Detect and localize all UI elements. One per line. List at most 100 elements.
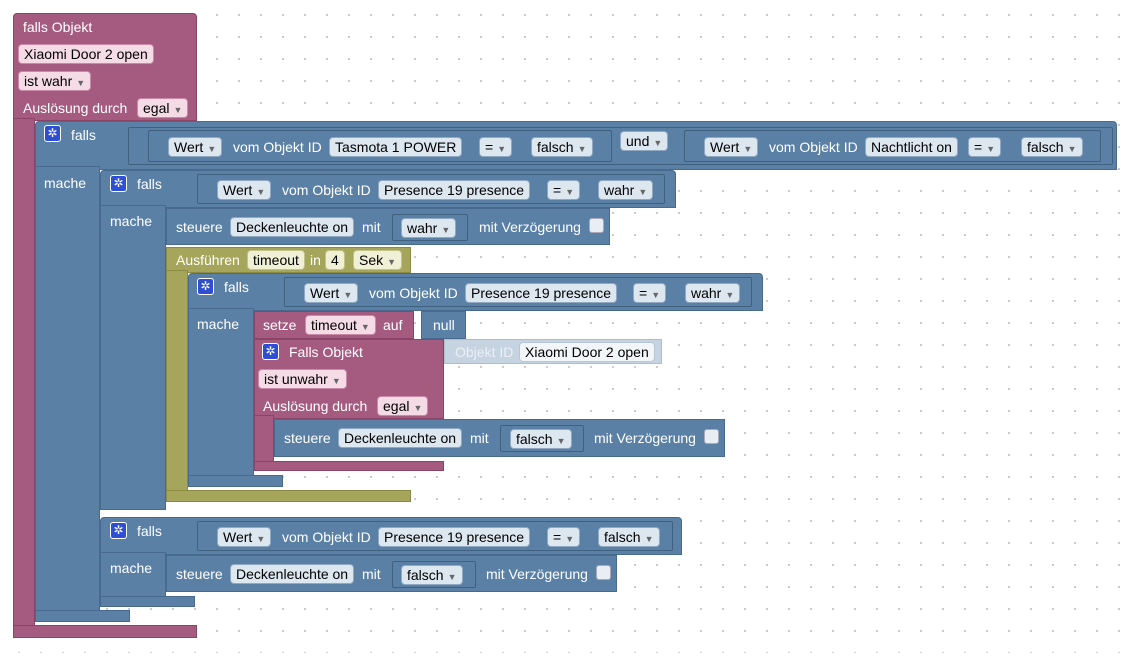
dropdown-arrow-icon: ▼	[360, 322, 370, 332]
value-label: Wert	[174, 139, 204, 155]
if4-compare-dropdown[interactable]: falsch▼	[598, 527, 660, 547]
gear-icon[interactable]: ✲	[197, 278, 214, 295]
dropdown-arrow-icon: ▼	[1067, 144, 1077, 154]
dropdown-arrow-icon: ▼	[207, 144, 217, 154]
control-object-field[interactable]: Deckenleuchte on	[230, 564, 355, 584]
trigger-condition-value: ist wahr	[24, 73, 73, 89]
dropdown-arrow-icon: ▼	[343, 290, 353, 300]
if1-right-operator-dropdown[interactable]: =▼	[968, 137, 1002, 157]
dropdown-arrow-icon: ▼	[743, 144, 753, 154]
dropdown-arrow-icon: ▼	[986, 144, 996, 154]
if1-right-object-field[interactable]: Nachtlicht on	[865, 137, 958, 157]
if4-falls-label: falls	[137, 523, 162, 539]
with-label: mit	[362, 219, 381, 235]
timeout-run-label: Ausführen	[176, 252, 240, 268]
compare-value: falsch	[537, 139, 574, 155]
if-block-3-footer	[188, 475, 283, 487]
if2-operator-dropdown[interactable]: =▼	[547, 180, 581, 200]
dropdown-arrow-icon: ▼	[331, 376, 341, 386]
timeout-name-field[interactable]: timeout	[247, 250, 305, 270]
dropdown-arrow-icon: ▼	[387, 257, 397, 267]
set-variable-dropdown[interactable]: timeout▼	[305, 315, 376, 335]
if4-value-dropdown[interactable]: Wert▼	[217, 527, 272, 547]
timeout-block-footer	[166, 490, 411, 502]
control-object-field[interactable]: Deckenleuchte on	[338, 428, 463, 448]
dropdown-arrow-icon: ▼	[565, 534, 575, 544]
if2-value-dropdown[interactable]: Wert▼	[217, 180, 272, 200]
timeout-unit-value: Sek	[359, 252, 384, 268]
of-object-label: vom Objekt ID	[369, 285, 458, 301]
control-object-field[interactable]: Deckenleuchte on	[230, 217, 355, 237]
if3-mache-label: mache	[197, 316, 240, 332]
if1-left-operator-dropdown[interactable]: =▼	[479, 137, 513, 157]
delay-checkbox[interactable]	[704, 429, 719, 444]
inner-trigger-body	[254, 415, 274, 465]
gear-icon[interactable]: ✲	[110, 522, 127, 539]
inner-trigger-label: Auslösung durch	[263, 398, 368, 414]
dropdown-arrow-icon: ▼	[725, 290, 735, 300]
inner-trigger-title: Falls Objekt	[289, 344, 363, 360]
if3-value-dropdown[interactable]: Wert▼	[304, 283, 359, 303]
if1-left-value-dropdown[interactable]: Wert▼	[168, 137, 223, 157]
with-label: mit	[362, 566, 381, 582]
if1-and-dropdown[interactable]: und▼	[620, 131, 669, 151]
timeout-in-label: in	[310, 252, 321, 268]
if3-operator-dropdown[interactable]: =▼	[633, 283, 667, 303]
of-object-label: vom Objekt ID	[233, 139, 322, 155]
delay-checkbox[interactable]	[596, 565, 611, 580]
if1-right-value-dropdown[interactable]: Wert▼	[704, 137, 759, 157]
control-value: falsch	[516, 431, 553, 447]
control-value-dropdown[interactable]: falsch▼	[510, 429, 572, 449]
and-value: und	[626, 133, 650, 149]
control-value-dropdown[interactable]: wahr▼	[401, 218, 457, 238]
operator-value: =	[974, 139, 983, 155]
trigger-object-field[interactable]: Xiaomi Door 2 open	[18, 44, 154, 64]
if3-compare-dropdown[interactable]: wahr▼	[685, 283, 741, 303]
if2-falls-label: falls	[137, 176, 162, 192]
compare-value: falsch	[1027, 139, 1064, 155]
trigger-condition-dropdown[interactable]: ist wahr▼	[18, 71, 92, 91]
gear-icon[interactable]: ✲	[44, 125, 61, 142]
inner-trigger-condition-dropdown[interactable]: ist unwahr▼	[258, 369, 347, 389]
compare-slot	[284, 277, 752, 307]
trigger-label: Auslösung durch	[23, 100, 128, 116]
dropdown-arrow-icon: ▼	[441, 225, 451, 235]
dropdown-arrow-icon: ▼	[644, 534, 654, 544]
control-block[interactable]	[166, 555, 617, 592]
dropdown-arrow-icon: ▼	[653, 138, 663, 148]
if3-object-field[interactable]: Presence 19 presence	[465, 283, 618, 303]
compare-slot	[197, 521, 673, 551]
compare-slot-right	[684, 130, 1101, 162]
if-block-outer-body	[35, 166, 100, 614]
inner-trigger-object-field[interactable]: Xiaomi Door 2 open	[519, 342, 655, 362]
if1-left-compare-dropdown[interactable]: falsch▼	[531, 137, 593, 157]
set-variable-value: timeout	[311, 317, 357, 333]
compare-value: wahr	[604, 182, 635, 198]
delay-checkbox[interactable]	[589, 218, 604, 233]
if4-object-field[interactable]: Presence 19 presence	[378, 527, 531, 547]
set-label: setze	[263, 317, 297, 333]
timeout-unit-dropdown[interactable]: Sek▼	[353, 250, 403, 270]
control-value: wahr	[407, 220, 438, 236]
operator-value: =	[553, 529, 562, 545]
if4-mache-label: mache	[110, 560, 153, 576]
if4-operator-dropdown[interactable]: =▼	[547, 527, 581, 547]
compare-value: falsch	[604, 529, 641, 545]
gear-icon[interactable]: ✲	[262, 343, 279, 360]
timeout-amount-field[interactable]: 4	[325, 250, 345, 270]
compare-slot	[197, 174, 665, 204]
if1-right-compare-dropdown[interactable]: falsch▼	[1021, 137, 1083, 157]
inner-trigger-type-dropdown[interactable]: egal▼	[377, 396, 429, 416]
gear-icon[interactable]: ✲	[110, 175, 127, 192]
control-value-dropdown[interactable]: falsch▼	[401, 565, 463, 585]
if1-falls-label: falls	[71, 127, 96, 143]
dropdown-arrow-icon: ▼	[565, 187, 575, 197]
dropdown-arrow-icon: ▼	[577, 144, 587, 154]
if2-compare-dropdown[interactable]: wahr▼	[598, 180, 654, 200]
dropdown-arrow-icon: ▼	[256, 534, 266, 544]
if2-object-field[interactable]: Presence 19 presence	[378, 180, 531, 200]
trigger-type-dropdown[interactable]: egal▼	[137, 98, 189, 118]
null-value-block[interactable]	[421, 311, 466, 339]
if1-left-object-field[interactable]: Tasmota 1 POWER	[329, 137, 463, 157]
if1-mache-label: mache	[44, 175, 87, 191]
